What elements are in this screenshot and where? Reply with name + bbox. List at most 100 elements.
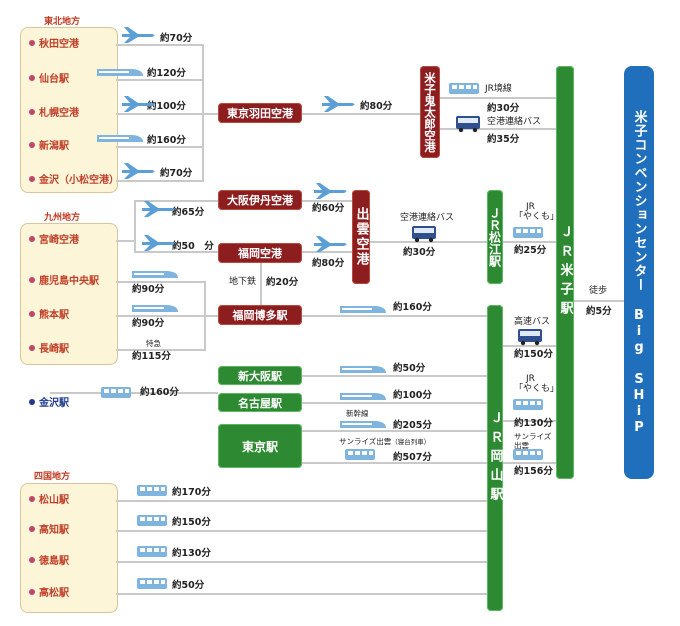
time-label: 約130分 <box>514 418 553 429</box>
airplane-icon <box>142 235 175 251</box>
kyushu-region-title: 九州地方 <box>44 213 81 223</box>
route-line <box>302 430 488 432</box>
train-icon <box>137 546 167 557</box>
origin-matsuyama: 松山駅 <box>29 495 69 507</box>
time-label: 約160分 <box>147 135 186 146</box>
origin-kanazawa: 金沢駅 <box>29 398 69 410</box>
origin-label: 金沢駅 <box>39 398 69 409</box>
time-label: 約507分 <box>393 452 432 463</box>
hub-itami: 大阪伊丹空港 <box>218 190 302 210</box>
airplane-icon <box>322 96 355 112</box>
tohoku-region-title: 東北地方 <box>44 17 81 27</box>
origin-kagoshima: 鹿児島中央駅 <box>29 276 99 288</box>
route-line <box>116 561 488 563</box>
shinkansen-icon <box>340 366 386 373</box>
airplane-icon <box>314 236 347 252</box>
time-label: 約65分 <box>172 207 205 218</box>
route-line <box>503 345 557 347</box>
time-label: 約20分 <box>266 277 299 288</box>
hub-tokyo: 東京駅 <box>218 424 302 468</box>
origin-kochi: 高知駅 <box>29 525 69 537</box>
shikoku-region-box <box>20 483 118 613</box>
train-icon <box>137 515 167 526</box>
route-line <box>134 240 136 253</box>
shinkansen-icon <box>340 393 386 400</box>
train-icon <box>345 449 375 460</box>
route-line <box>116 113 219 115</box>
route-line <box>134 200 136 242</box>
route-line <box>134 200 218 202</box>
route-line <box>440 97 556 99</box>
route-line <box>302 315 488 317</box>
sleeper-label: （寝台列車） <box>391 438 431 446</box>
origin-label: 秋田空港 <box>39 39 79 50</box>
route-line <box>116 349 206 351</box>
time-label: 約80分 <box>312 258 345 269</box>
time-label: 「やくも」 <box>514 212 560 222</box>
origin-sapporo: 札幌空港 <box>29 108 79 120</box>
route-line <box>116 593 488 595</box>
train-icon <box>513 449 543 460</box>
time-label: JR <box>526 374 535 384</box>
route-line <box>116 500 488 502</box>
origin-label: 仙台駅 <box>39 74 69 85</box>
route-line <box>302 200 352 202</box>
route-line <box>116 315 218 317</box>
time-label: 約100分 <box>147 101 186 112</box>
origin-kumamoto: 熊本駅 <box>29 310 69 322</box>
airplane-icon <box>314 183 347 199</box>
route-line <box>202 44 204 182</box>
route-line <box>50 392 218 394</box>
time-label: 約150分 <box>514 349 553 360</box>
sunrise-label: サンライズ出雲 <box>339 437 392 446</box>
time-label: 約150分 <box>172 517 211 528</box>
hub-izumo-airport: 出雲空港 <box>352 190 370 284</box>
origin-label: 長崎駅 <box>39 344 69 355</box>
origin-label: 新潟駅 <box>39 141 69 152</box>
route-line <box>204 281 206 351</box>
time-label: 空港連絡バス <box>487 117 542 127</box>
shinkansen-icon <box>132 305 178 312</box>
time-label: サンライズ <box>514 432 552 441</box>
airplane-icon <box>122 163 155 179</box>
route-line <box>116 44 204 46</box>
hub-yonago-airport: 米子鬼太郎空港 <box>420 66 440 158</box>
route-line <box>370 241 488 243</box>
route-line <box>503 241 557 243</box>
airplane-icon <box>122 96 155 112</box>
origin-label: 宮崎空港 <box>39 235 79 246</box>
origin-label: 松山駅 <box>39 495 69 506</box>
shikoku-region-title: 四国地方 <box>34 472 71 482</box>
train-icon <box>101 387 131 398</box>
time-label: 空港連絡バス <box>400 213 455 223</box>
time-label: 約60分 <box>312 203 345 214</box>
train-icon <box>137 485 167 496</box>
time-label: 約115分 <box>132 351 171 362</box>
origin-label: 高知駅 <box>39 525 69 536</box>
origin-label: 熊本駅 <box>39 310 69 321</box>
hub-hakata: 福岡博多駅 <box>218 305 302 325</box>
airplane-icon <box>122 27 155 43</box>
origin-akita: 秋田空港 <box>29 39 79 51</box>
airplane-icon <box>142 201 175 217</box>
time-label: JR境線 <box>485 84 512 94</box>
time-label: 約160分 <box>140 387 179 398</box>
time-label: 地下鉄 <box>229 277 257 287</box>
train-icon <box>449 83 479 94</box>
route-line <box>440 128 556 130</box>
origin-label: 鹿児島中央駅 <box>39 276 99 287</box>
origin-takamatsu: 高松駅 <box>29 588 69 600</box>
time-label: 約50 分 <box>172 241 214 252</box>
time-label: 約170分 <box>172 487 211 498</box>
hub-okayama: ＪＲ岡山駅 <box>487 305 503 611</box>
time-label: 約156分 <box>514 466 553 477</box>
train-icon <box>513 227 543 238</box>
time-label: JR <box>526 202 535 212</box>
time-label: サンライズ出雲（寝台列車） <box>339 437 430 447</box>
hub-haneda: 東京羽田空港 <box>218 103 302 123</box>
hub-nagoya: 名古屋駅 <box>218 393 302 412</box>
origin-nagasaki: 長崎駅 <box>29 344 69 356</box>
origin-kanazawa-komatsu: 金沢（小松空港） <box>29 175 119 187</box>
time-label: 約30分 <box>403 247 436 258</box>
